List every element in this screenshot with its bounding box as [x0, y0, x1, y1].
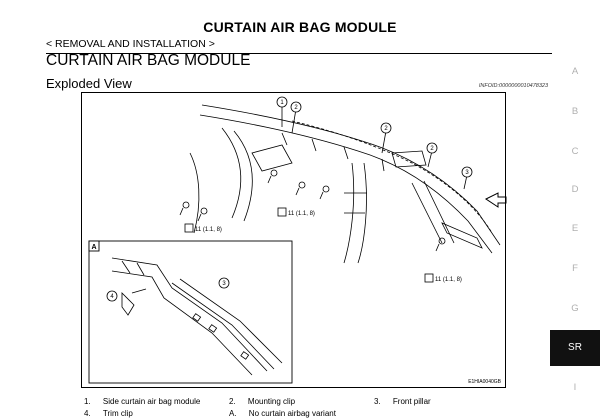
legend-num-a: A.: [229, 409, 237, 418]
callout-3b: 3: [222, 281, 226, 287]
side-tab-d[interactable]: D: [571, 184, 579, 195]
side-tab-i[interactable]: I: [573, 382, 577, 393]
torque-label-left: 11 (1.1, 8): [195, 227, 222, 233]
legend-text-3: Front pillar: [392, 397, 431, 406]
callout-2c: 2: [430, 146, 434, 152]
torque-label-center: 11 (1.1, 8): [288, 211, 315, 217]
legend-text-2: Mounting clip: [247, 397, 296, 406]
exploded-view-figure: 1 2 2 2 3 11 (1.1, 8) 11 (1.1, 8) 11 (1.…: [81, 92, 507, 388]
callout-4: 4: [110, 294, 114, 300]
legend-num-1: 1.: [84, 397, 91, 406]
side-tab-e[interactable]: E: [571, 223, 579, 234]
legend-text-a: No curtain airbag variant: [248, 409, 336, 418]
exploded-view-drawing: 1 2 2 2 3 11 (1.1, 8) 11 (1.1, 8) 11 (1.…: [88, 96, 507, 384]
figure-code: E1HIA0040GB: [468, 379, 501, 385]
legend-num-3: 3.: [374, 397, 381, 406]
side-tab-a[interactable]: A: [571, 66, 579, 77]
section-title: CURTAIN AIR BAG MODULE: [46, 52, 251, 69]
side-tab-f[interactable]: F: [572, 263, 578, 274]
inset-variant-a: A 4 3: [88, 240, 293, 384]
page-title: CURTAIN AIR BAG MODULE: [203, 19, 397, 35]
header-rule: [46, 53, 552, 54]
breadcrumb: < REMOVAL AND INSTALLATION >: [46, 38, 215, 50]
inset-label: A: [91, 244, 96, 251]
side-tab-b[interactable]: B: [571, 106, 579, 117]
callout-2a: 2: [294, 105, 298, 111]
side-tab-c[interactable]: C: [571, 146, 579, 157]
callout-1: 1: [280, 100, 284, 106]
torque-label-right: 11 (1.1, 8): [435, 277, 462, 283]
side-tab-sr[interactable]: SR: [550, 330, 600, 366]
side-tab-g[interactable]: G: [571, 303, 579, 314]
callout-3a: 3: [465, 170, 469, 176]
legend-num-2: 2.: [229, 397, 236, 406]
subsection-title: Exploded View: [46, 76, 132, 91]
legend-text-4: Trim clip: [102, 409, 133, 418]
callout-2b: 2: [384, 126, 388, 132]
legend-text-1: Side curtain air bag module: [102, 397, 201, 406]
info-id: INFOID:0000000010478323: [478, 83, 548, 89]
legend-num-4: 4.: [84, 409, 91, 418]
